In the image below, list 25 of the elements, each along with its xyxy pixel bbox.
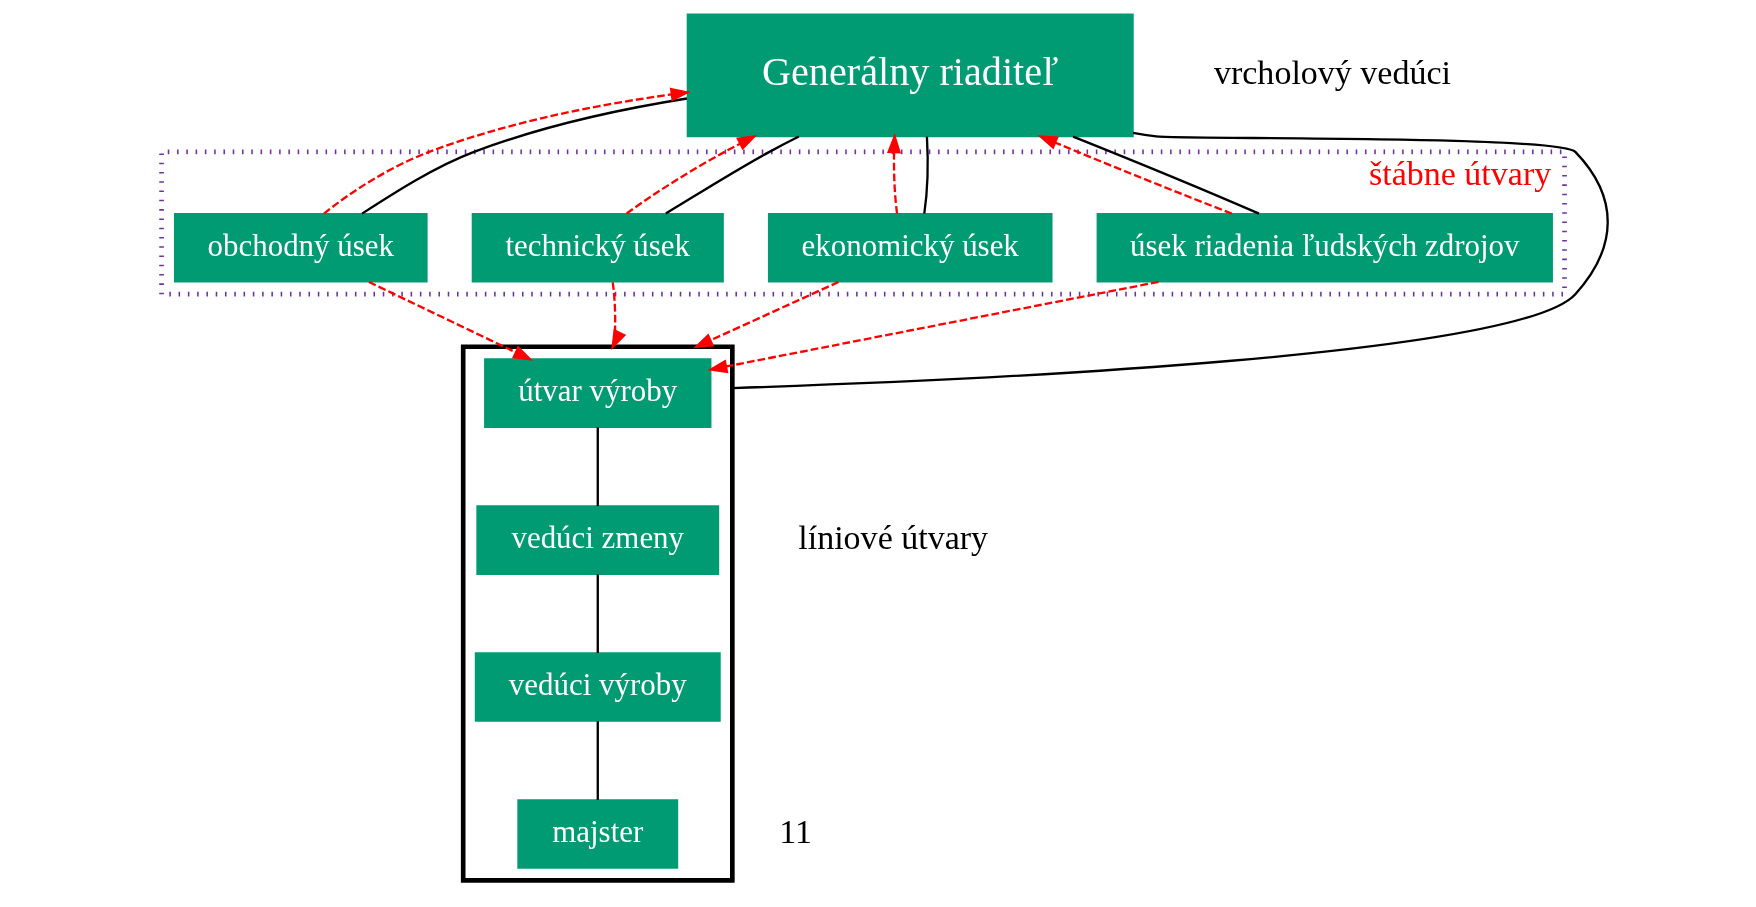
- connector: [596, 427, 599, 507]
- node-box: vedúci zmeny: [475, 505, 719, 575]
- node-box: Generálny riaditeľ: [686, 13, 1134, 138]
- node-box: útvar výroby: [483, 358, 711, 428]
- node-box: obchodný úsek: [173, 212, 428, 283]
- node-box: ekonomický úsek: [767, 212, 1053, 283]
- node-box: majster: [516, 799, 678, 869]
- node-box: technický úsek: [471, 212, 724, 283]
- arrow: [1037, 135, 1232, 215]
- label: vrcholový vedúci: [1213, 53, 1451, 91]
- arrow: [886, 133, 901, 214]
- node-box: úsek riadenia ľudských zdrojov: [1096, 212, 1553, 283]
- connector: [596, 721, 599, 800]
- connector: [596, 574, 599, 653]
- connector: [1072, 135, 1259, 215]
- label: 11: [778, 812, 812, 850]
- connector: [360, 97, 687, 215]
- connector: [922, 136, 929, 214]
- arrow: [625, 135, 757, 215]
- arrow: [610, 282, 626, 350]
- connector: [731, 131, 1609, 390]
- node-box: vedúci výroby: [474, 652, 721, 722]
- arrow: [706, 280, 1159, 374]
- label: líniové útvary: [797, 518, 988, 556]
- arrow: [322, 87, 691, 215]
